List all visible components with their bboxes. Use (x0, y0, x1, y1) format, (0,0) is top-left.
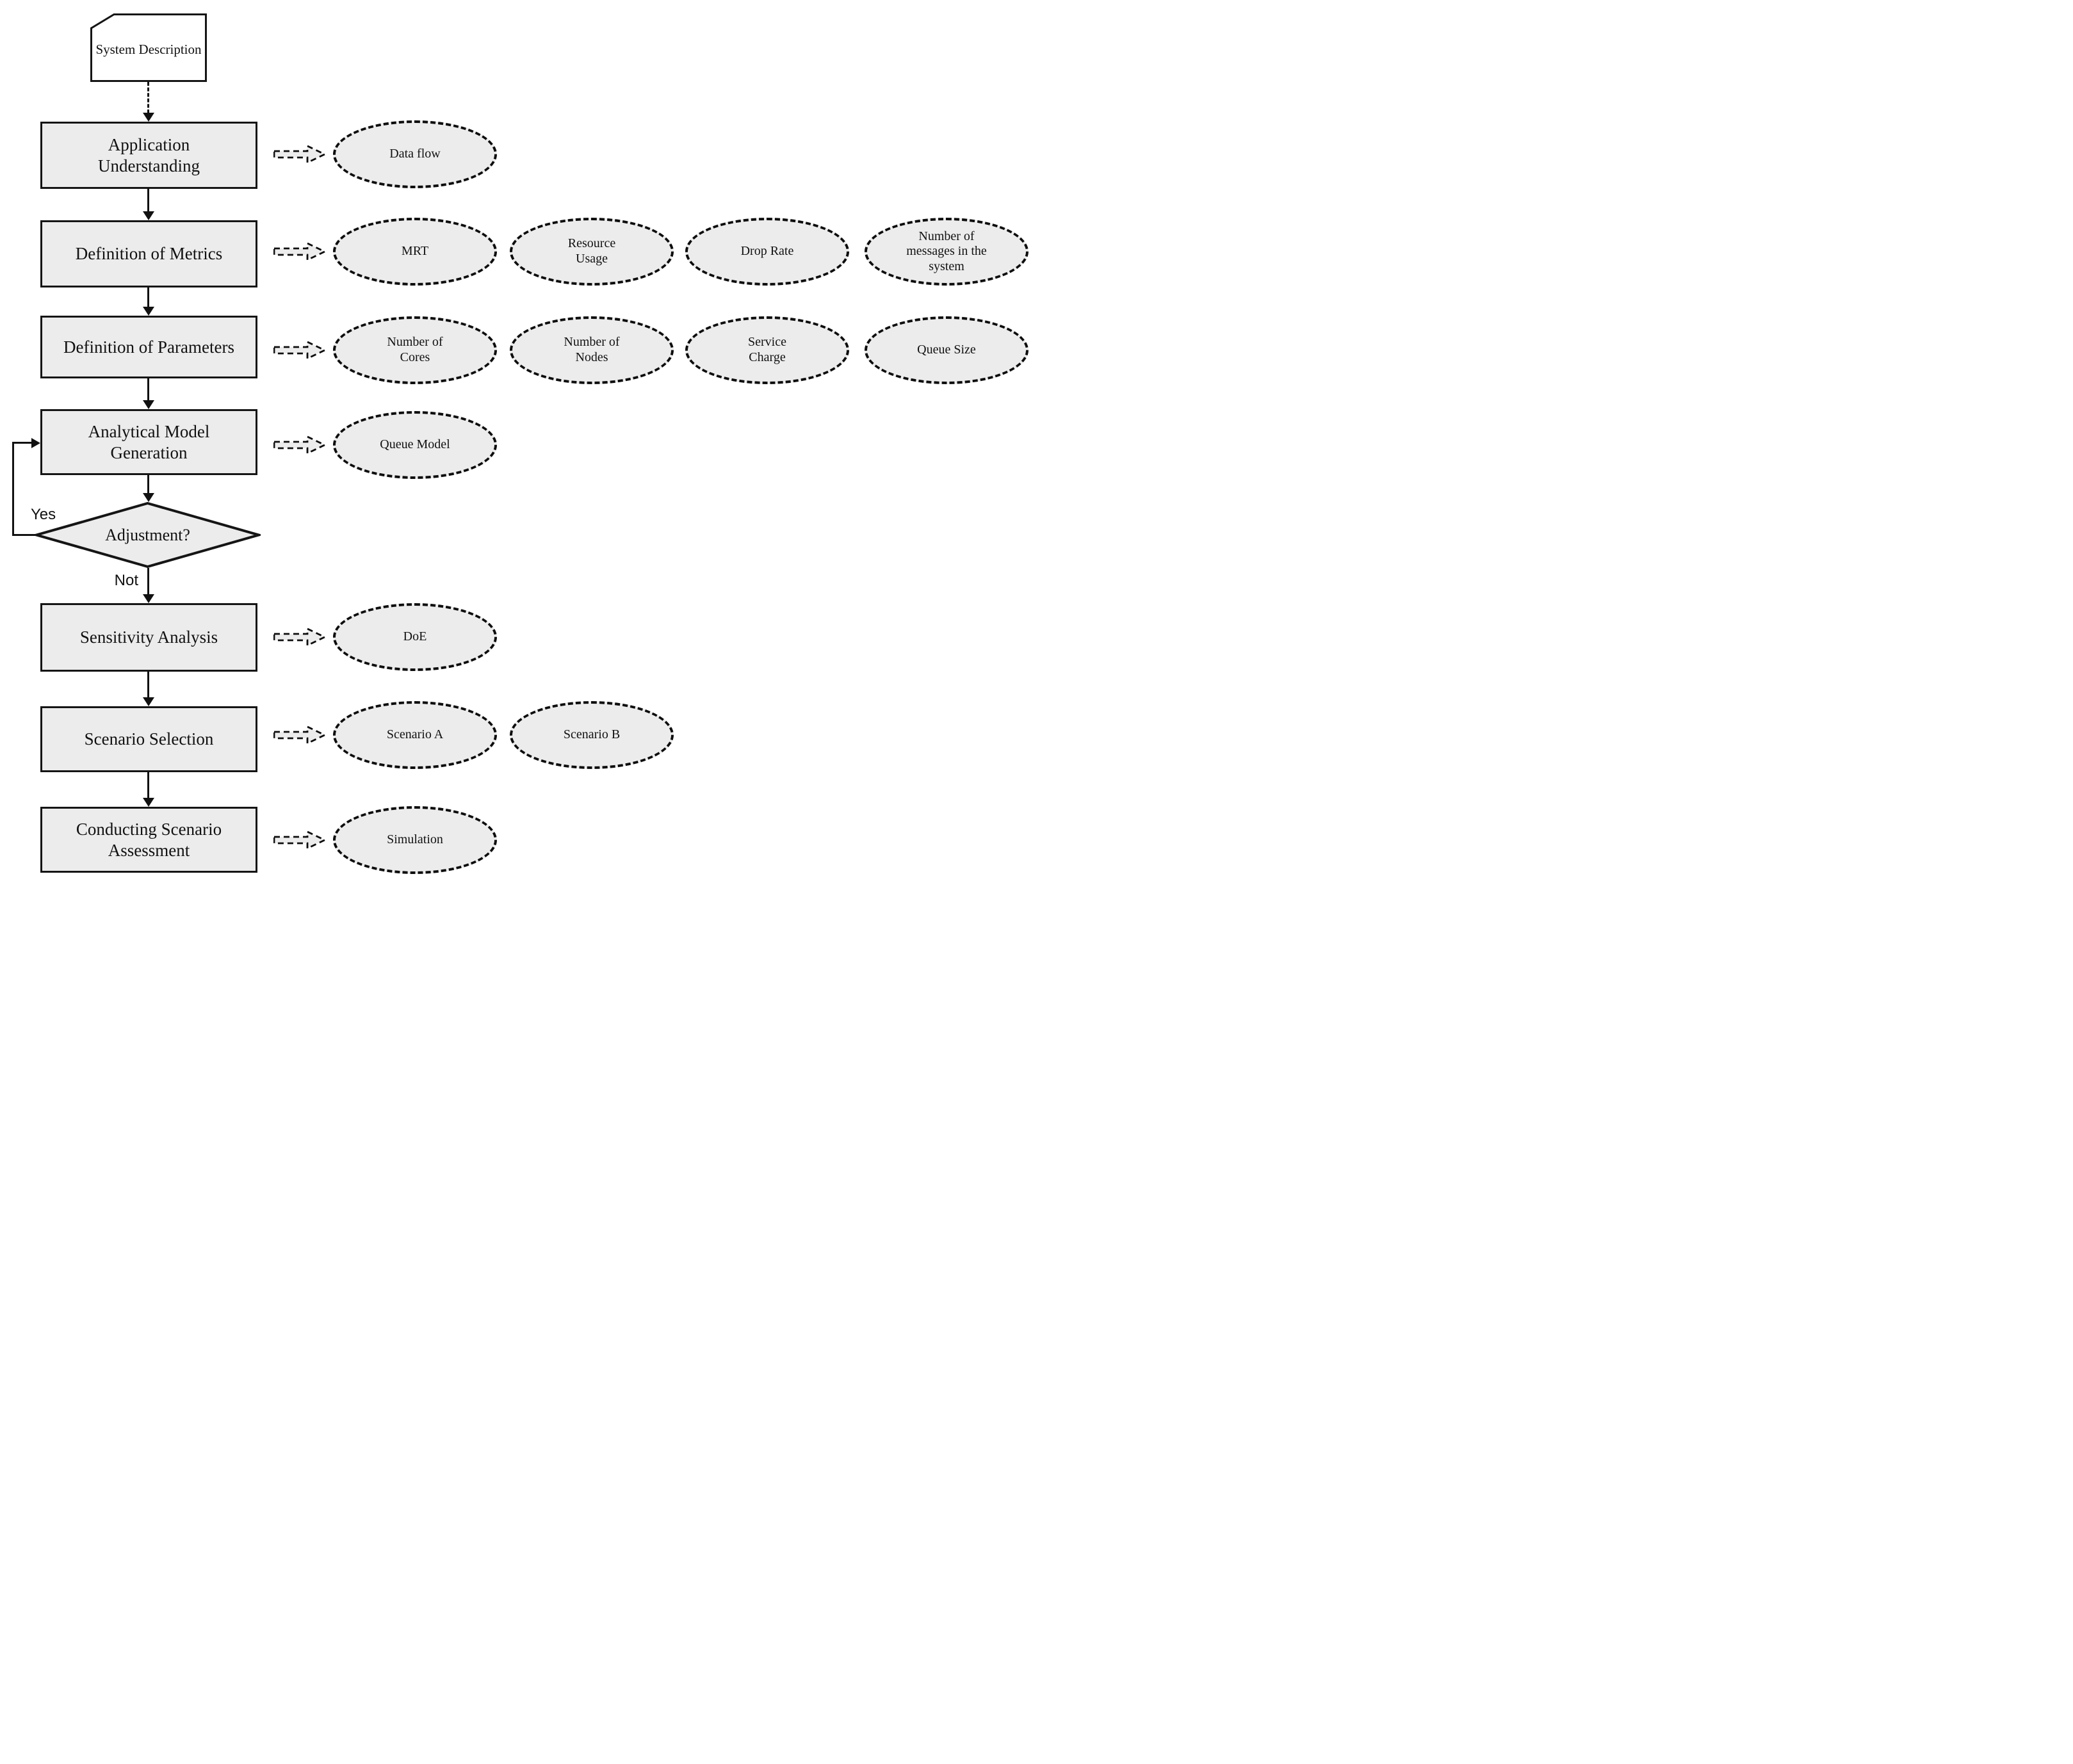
step-box-conducting-scenario-assessment: Conducting Scenario Assessment (40, 807, 257, 873)
artifact-label: Queue Size (917, 343, 976, 357)
loop-line (12, 534, 36, 536)
branch-label-yes: Yes (31, 506, 56, 523)
arrowhead-icon (143, 493, 154, 502)
decision-label: Adjustment? (105, 525, 190, 544)
artifact-label: Data flow (389, 147, 441, 161)
flow-line (147, 475, 149, 494)
artifact-ellipse-queue-model: Queue Model (333, 411, 497, 479)
flow-line (147, 772, 149, 798)
step-box-definition-of-parameters: Definition of Parameters (40, 316, 257, 378)
artifact-label: Number of Cores (387, 335, 443, 364)
artifact-ellipse-number-of-messages: Number of messages in the system (865, 218, 1028, 286)
step-label: Sensitivity Analysis (79, 627, 218, 647)
artifact-ellipse-drop-rate: Drop Rate (685, 218, 849, 286)
artifact-ellipse-scenario-a: Scenario A (333, 701, 497, 769)
artifact-ellipse-simulation: Simulation (333, 806, 497, 874)
flow-line (147, 672, 149, 698)
document-shape (90, 13, 207, 82)
artifact-label: Scenario B (563, 727, 621, 742)
artifact-label: Resource Usage (567, 236, 616, 266)
artifact-label: Number of Nodes (564, 335, 620, 364)
step-box-analytical-model-generation: Analytical Model Generation (40, 409, 257, 475)
artifact-ellipse-number-of-cores: Number of Cores (333, 316, 497, 384)
block-arrow-icon (273, 242, 326, 261)
arrowhead-icon (143, 400, 154, 409)
step-box-scenario-selection: Scenario Selection (40, 706, 257, 772)
flowchart-diagram: System Description Application Understan… (0, 0, 1037, 882)
artifact-label: MRT (401, 244, 429, 259)
arrowhead-icon (143, 211, 154, 220)
loop-line (12, 442, 32, 444)
artifact-ellipse-scenario-b: Scenario B (510, 701, 674, 769)
artifact-label: Drop Rate (740, 244, 794, 259)
artifact-label: Number of messages in the system (906, 229, 987, 273)
block-arrow-icon (273, 725, 326, 745)
artifact-label: Service Charge (748, 335, 786, 364)
step-label: Conducting Scenario Assessment (76, 819, 222, 860)
arrowhead-icon (143, 594, 154, 603)
block-arrow-icon (273, 341, 326, 360)
arrowhead-icon (143, 307, 154, 316)
step-label: Analytical Model Generation (88, 421, 210, 462)
step-box-definition-of-metrics: Definition of Metrics (40, 220, 257, 287)
block-arrow-icon (273, 627, 326, 647)
flow-line (147, 189, 149, 212)
artifact-ellipse-data-flow: Data flow (333, 120, 497, 188)
artifact-ellipse-doe: DoE (333, 603, 497, 671)
start-node-system-description: System Description (90, 13, 207, 82)
diamond-shape (31, 501, 264, 569)
artifact-ellipse-service-charge: Service Charge (685, 316, 849, 384)
step-box-sensitivity-analysis: Sensitivity Analysis (40, 603, 257, 672)
arrowhead-icon (143, 697, 154, 706)
artifact-label: DoE (403, 629, 427, 644)
block-arrow-icon (273, 435, 326, 455)
arrowhead-icon (143, 798, 154, 807)
flow-line (147, 287, 149, 307)
arrowhead-icon (31, 438, 40, 448)
arrowhead-icon (143, 113, 154, 122)
block-arrow-icon (273, 145, 326, 164)
artifact-ellipse-number-of-nodes: Number of Nodes (510, 316, 674, 384)
artifact-ellipse-mrt: MRT (333, 218, 497, 286)
artifact-ellipse-resource-usage: Resource Usage (510, 218, 674, 286)
step-label: Application Understanding (98, 134, 200, 175)
artifact-ellipse-queue-size: Queue Size (865, 316, 1028, 384)
block-arrow-icon (273, 830, 326, 850)
artifact-label: Queue Model (380, 437, 450, 452)
flow-line (147, 568, 149, 595)
step-box-application-understanding: Application Understanding (40, 122, 257, 189)
artifact-label: Scenario A (386, 727, 444, 742)
artifact-label: Simulation (387, 832, 443, 847)
step-label: Scenario Selection (84, 729, 214, 749)
step-label: Definition of Parameters (63, 337, 234, 357)
branch-label-not: Not (114, 572, 138, 589)
flow-line (147, 378, 149, 401)
dashed-flow-line (147, 82, 149, 113)
decision-adjustment: Adjustment? (31, 501, 264, 569)
step-label: Definition of Metrics (75, 244, 223, 264)
start-node-label: System Description (95, 41, 202, 57)
loop-line (12, 442, 14, 536)
